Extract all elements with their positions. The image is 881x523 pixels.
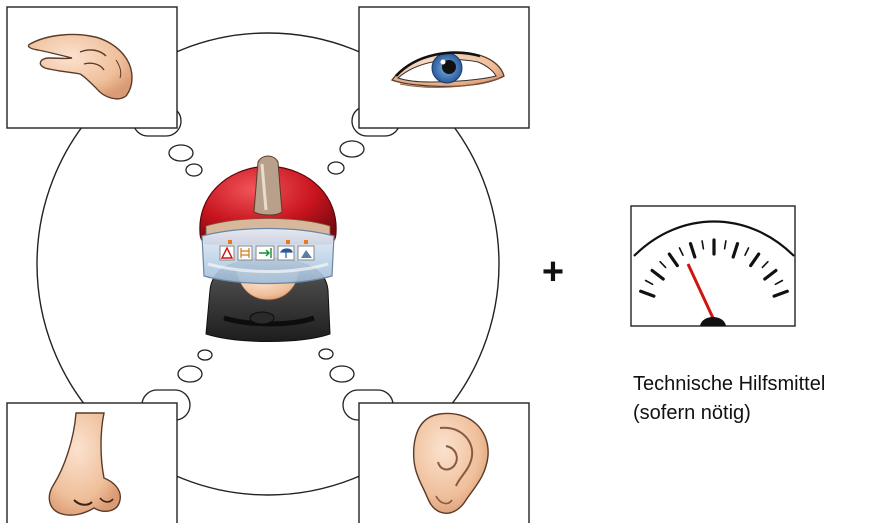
gauge-tick [774,279,784,286]
visor-pictograms [219,240,315,261]
gauge-tick [678,247,684,256]
caption-line-2: (sofern nötig) [633,402,751,424]
firefighter-helmet-icon [199,155,337,342]
ear-icon [412,412,489,514]
gauge-tick [772,289,789,298]
gauge-tick [659,260,667,269]
hearing-box [358,402,530,523]
technical-aids-caption: Technische Hilfsmittel (sofern nötig) [633,370,825,428]
gauge-tick [723,240,727,250]
gauge-tick [688,242,697,259]
plus-sign: + [542,251,564,293]
gauge-tick [731,242,740,259]
gauge-tick [701,240,705,250]
caption-line-1: Technische Hilfsmittel [633,373,826,395]
gauge-tick [763,268,778,281]
gauge-tick [749,252,761,268]
hand-icon [27,33,133,100]
gauge-tick [644,279,654,286]
nose-icon [48,412,121,516]
smell-box [6,402,178,523]
pressure-gauge-icon [633,220,795,326]
gauge-tick [744,247,750,256]
gauge-tick [761,260,769,269]
outer-ring [36,32,500,496]
gauge-tick [639,289,656,298]
touch-box [6,6,178,129]
gauge-needle [686,263,715,319]
gauge-tick [667,252,679,268]
sight-box [358,6,530,129]
gauge-tick [650,268,665,281]
technical-aids-box [630,205,796,327]
eye-icon [390,51,505,88]
